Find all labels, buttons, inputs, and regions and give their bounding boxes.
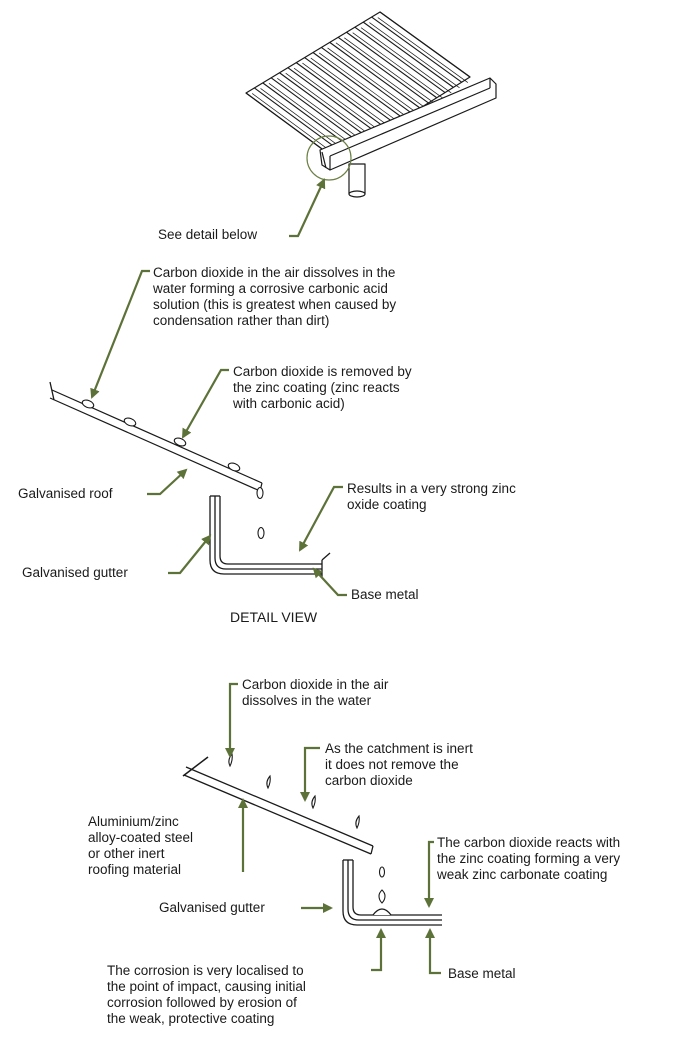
corrugation-valley [285, 72, 377, 140]
see-detail-label: See detail below [158, 227, 258, 242]
corrugation-valley [377, 17, 469, 83]
co2-removed-label: Carbon dioxide is removed by the zinc co… [233, 364, 412, 411]
detail-galv-gutter-label: Galvanised gutter [22, 565, 128, 580]
see-detail-leader [289, 178, 326, 238]
co2-reacts-label: The carbon dioxide reacts with the zinc … [437, 835, 621, 882]
co2-dissolves-label: Carbon dioxide in the air dissolves in t… [153, 265, 397, 328]
inert-base-metal-leader [425, 928, 441, 975]
corrugation-valley [277, 77, 369, 146]
strong-coating-leader [299, 485, 343, 552]
corrugation-ridge [337, 36, 429, 104]
detail-gutter [209, 495, 331, 578]
co2-removed-leader [182, 368, 229, 439]
inert-co2-leader [225, 682, 238, 758]
detail-view-caption: DETAIL VIEW [230, 609, 318, 625]
corrosion-label: The corrosion is very localised to the p… [107, 963, 306, 1026]
detail-circle [306, 135, 352, 181]
inert-base-metal-label: Base metal [448, 966, 516, 981]
detail-base-metal-leader [312, 567, 347, 597]
corrugation-ridge [329, 41, 421, 109]
corrugation-ridge [312, 52, 404, 119]
strong-coating-label: Results in a very strong zinc oxide coat… [347, 481, 516, 512]
corrugation-ridge [354, 26, 446, 94]
co2-dissolves-leader [90, 269, 150, 399]
roof-gutter-illustration [245, 11, 497, 198]
corrugation-valley [293, 67, 385, 135]
corrugation-valley [335, 42, 427, 109]
corrugation-valley [302, 62, 394, 130]
corrugation-valley [352, 32, 444, 99]
galv-roof-leader [147, 468, 188, 496]
inert-roof-sheet [182, 756, 374, 855]
corrugation-ridge [321, 46, 413, 114]
corrugation-valley [318, 52, 410, 120]
corrugation-ridge [362, 21, 454, 88]
corrugation-ridge [346, 31, 438, 99]
inert-gutter [342, 859, 442, 926]
corrugation-valley [327, 47, 419, 115]
corrugation-valley [360, 27, 452, 94]
detail-galv-gutter-leader [168, 534, 212, 575]
detail-base-metal-label: Base metal [351, 587, 419, 602]
galv-roof-label: Galvanised roof [18, 486, 113, 501]
not-removed-label: As the catchment is inert it does not re… [325, 741, 473, 788]
not-removed-leader [300, 746, 320, 802]
corrugation-ridge [304, 57, 396, 125]
corrugation-valley [310, 57, 402, 125]
co2-reacts-leader [424, 840, 434, 908]
inert-co2-label: Carbon dioxide in the air dissolves in t… [242, 677, 389, 708]
corrugation-ridge [295, 62, 388, 130]
inert-galv-gutter-label: Galvanised gutter [159, 900, 265, 915]
corrugation-ridge [379, 11, 471, 78]
corrugation-ridge [279, 72, 371, 140]
corrugation-valley [344, 37, 435, 104]
detail-water-droplets [81, 399, 265, 540]
detail-roof-sheet [49, 381, 263, 492]
roof-material-label: Aluminium/zinc alloy-coated steel or oth… [88, 814, 194, 877]
corrugation-ridge [371, 16, 463, 83]
corrosion-leader [371, 928, 386, 972]
corrugation-valley [369, 22, 460, 89]
corrugation-ridge [287, 67, 379, 135]
